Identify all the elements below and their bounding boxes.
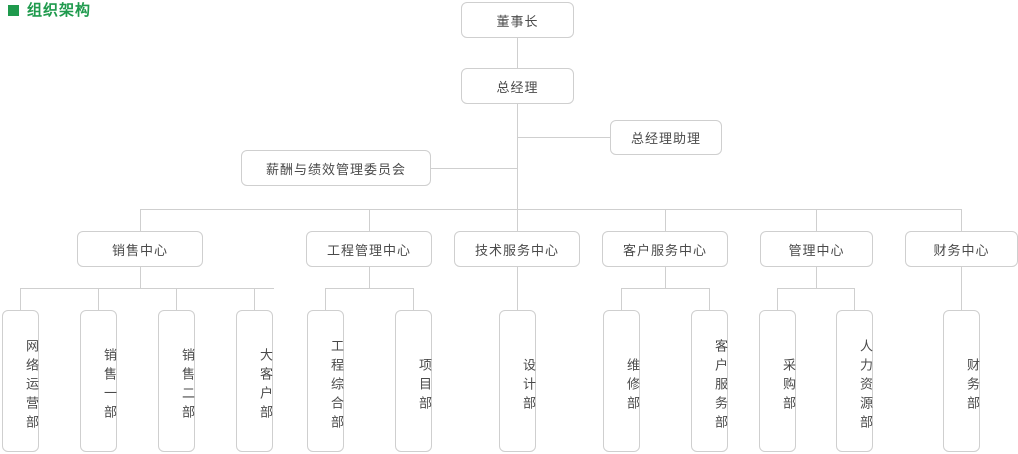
connector-center-6-stem [961, 267, 962, 310]
connector-center-1-dept-1 [20, 288, 21, 310]
connector-chairman-to-gm [517, 38, 518, 68]
node-dept-project[interactable]: 项目部 [395, 310, 432, 452]
connector-center-4-dept-2 [709, 288, 710, 310]
connector-bus-to-center-6 [961, 209, 962, 231]
connector-center-2-stem [369, 267, 370, 288]
node-center-finance[interactable]: 财务中心 [905, 231, 1018, 267]
node-dept-finance[interactable]: 财务部 [943, 310, 980, 452]
connector-center-2-dept-2 [413, 288, 414, 310]
node-dept-sales-2[interactable]: 销售二部 [158, 310, 195, 452]
connector-center-4-dept-1 [621, 288, 622, 310]
connector-gm-spine [517, 104, 518, 210]
node-general-manager[interactable]: 总经理 [461, 68, 574, 104]
connector-center-1-bus [20, 288, 274, 289]
node-center-sales[interactable]: 销售中心 [77, 231, 203, 267]
connector-center-5-dept-2 [854, 288, 855, 310]
green-square-icon [8, 5, 19, 16]
connector-center-5-dept-1 [777, 288, 778, 310]
connector-center-1-dept-4 [254, 288, 255, 310]
node-dept-design[interactable]: 设计部 [499, 310, 536, 452]
connector-gm-to-committee [431, 168, 518, 169]
node-dept-maintenance[interactable]: 维修部 [603, 310, 640, 452]
connector-bus-to-center-2 [369, 209, 370, 231]
connector-center-1-dept-2 [98, 288, 99, 310]
connector-bus-to-center-1 [140, 209, 141, 231]
node-dept-engineering-general[interactable]: 工程综合部 [307, 310, 344, 452]
connector-center-5-bus [777, 288, 854, 289]
node-dept-network-operations[interactable]: 网络运营部 [2, 310, 39, 452]
node-dept-key-accounts[interactable]: 大客户部 [236, 310, 273, 452]
connector-center-3-stem [517, 267, 518, 310]
connector-center-1-stem [140, 267, 141, 288]
node-gm-assistant[interactable]: 总经理助理 [610, 120, 722, 155]
connector-bus-to-center-4 [665, 209, 666, 231]
connector-center-2-dept-1 [325, 288, 326, 310]
node-dept-human-resources[interactable]: 人力资源部 [836, 310, 873, 452]
node-center-management[interactable]: 管理中心 [760, 231, 873, 267]
connector-center-5-stem [816, 267, 817, 288]
node-center-technical-service[interactable]: 技术服务中心 [454, 231, 580, 267]
connector-bus-to-center-3 [517, 209, 518, 231]
connector-center-2-bus [325, 288, 413, 289]
node-committee[interactable]: 薪酬与绩效管理委员会 [241, 150, 431, 186]
node-center-customer-service[interactable]: 客户服务中心 [602, 231, 728, 267]
connector-center-1-dept-3 [176, 288, 177, 310]
connector-bus-to-center-5 [816, 209, 817, 231]
node-dept-sales-1[interactable]: 销售一部 [80, 310, 117, 452]
connector-centers-bus [140, 209, 961, 210]
page-header: 组织架构 [8, 3, 91, 18]
connector-center-4-stem [665, 267, 666, 288]
node-dept-procurement[interactable]: 采购部 [759, 310, 796, 452]
node-dept-customer-service[interactable]: 客户服务部 [691, 310, 728, 452]
page-title: 组织架构 [27, 2, 92, 19]
node-center-engineering[interactable]: 工程管理中心 [306, 231, 432, 267]
connector-gm-to-assistant [517, 137, 611, 138]
node-chairman[interactable]: 董事长 [461, 2, 574, 38]
connector-center-4-bus [621, 288, 709, 289]
